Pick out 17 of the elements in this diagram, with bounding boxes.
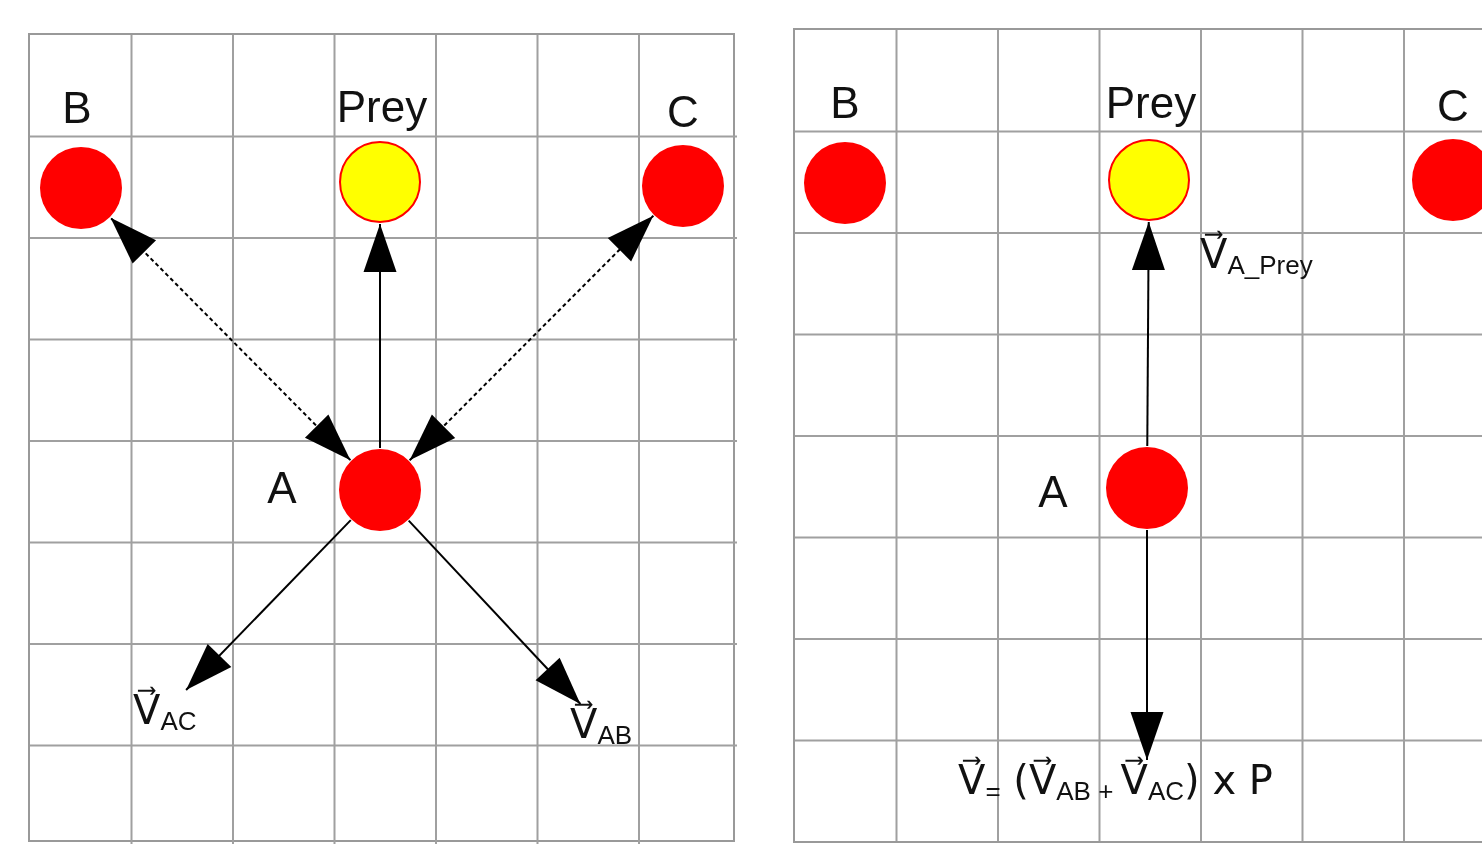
- node-label: B: [62, 86, 92, 130]
- arrow: [1130, 529, 1164, 761]
- arrow: [408, 214, 655, 462]
- arrow: [407, 519, 582, 705]
- arrow: [1131, 221, 1165, 447]
- node-label: C: [667, 90, 699, 134]
- node-label: A: [1038, 470, 1068, 514]
- arrow: [109, 216, 352, 462]
- node-label: A: [267, 466, 297, 510]
- grid-panel: [793, 28, 1482, 843]
- grid-panel: [28, 33, 735, 842]
- arrow: [363, 223, 397, 449]
- node-label: B: [830, 81, 860, 125]
- node-label: Prey: [336, 85, 428, 129]
- node-label: Prey: [1105, 81, 1197, 125]
- arrow: [185, 519, 352, 691]
- node-label: C: [1437, 84, 1469, 128]
